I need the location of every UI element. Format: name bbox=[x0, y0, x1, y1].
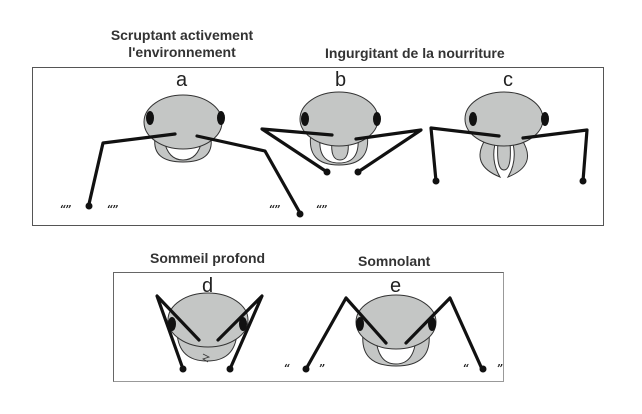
panel-top bbox=[32, 67, 604, 226]
eye-right bbox=[239, 317, 247, 331]
antenna-tip-right bbox=[354, 168, 362, 176]
tongue bbox=[497, 141, 511, 171]
eye-left bbox=[146, 111, 154, 125]
eye-right bbox=[217, 111, 225, 125]
antenna-tip-left bbox=[85, 202, 93, 210]
heading-actively-scanning: Scruptant activement l'environnement bbox=[92, 27, 272, 61]
label-a: a bbox=[176, 69, 188, 91]
eye-right bbox=[373, 112, 381, 126]
mandible-left bbox=[479, 139, 502, 179]
mandible-right bbox=[506, 139, 529, 179]
movement-mark: “ bbox=[463, 362, 469, 375]
antenna-left bbox=[429, 126, 501, 183]
heading-line-2: l'environnement bbox=[128, 44, 236, 60]
eye-left bbox=[301, 112, 309, 126]
antenna-tip-left bbox=[323, 168, 331, 176]
eye-left bbox=[469, 112, 477, 126]
label-b: b bbox=[335, 69, 347, 91]
antenna-tip-left bbox=[179, 365, 187, 373]
movement-mark: “ bbox=[284, 362, 290, 375]
antenna-tip-right bbox=[296, 210, 304, 218]
antenna-left bbox=[304, 296, 388, 371]
eye-right bbox=[541, 112, 549, 126]
movement-mark: “” bbox=[269, 203, 281, 216]
ant-head-c-ingesting bbox=[429, 91, 589, 185]
antenna-tip-right bbox=[579, 177, 587, 185]
head bbox=[167, 292, 249, 348]
label-c: c bbox=[503, 69, 513, 91]
antenna-left bbox=[155, 294, 201, 371]
label-d: d bbox=[202, 275, 214, 297]
eye-left bbox=[168, 317, 176, 331]
antenna-tip-left bbox=[302, 365, 310, 373]
closed-mandibles bbox=[202, 353, 211, 363]
antenna-right bbox=[521, 128, 589, 183]
panel-bottom bbox=[113, 272, 504, 382]
ant-head-a-scanning bbox=[85, 94, 304, 218]
movement-mark: ” bbox=[319, 362, 325, 375]
antenna-right bbox=[404, 296, 484, 371]
ant-head-d-deep-sleep bbox=[155, 292, 264, 373]
eye-left bbox=[356, 317, 364, 331]
movement-mark: “” bbox=[60, 203, 72, 216]
ant-head-e-drowsy bbox=[302, 294, 487, 373]
antenna-tip-right bbox=[479, 365, 487, 373]
heading-ingesting-food: Ingurgitant de la nourriture bbox=[325, 45, 505, 61]
antenna-right bbox=[354, 128, 423, 174]
head bbox=[143, 94, 223, 150]
antenna-tip-left bbox=[432, 177, 440, 185]
antenna-right bbox=[195, 134, 302, 215]
heading-deep-sleep: Sommeil profond bbox=[150, 250, 266, 266]
head bbox=[355, 294, 437, 350]
antenna-left bbox=[87, 132, 177, 206]
antenna-tip-right bbox=[226, 365, 234, 373]
heading-drowsy: Somnolant bbox=[358, 253, 431, 269]
label-e: e bbox=[390, 275, 402, 297]
movement-mark: ” bbox=[497, 362, 503, 375]
ant-head-b-ingesting bbox=[260, 91, 423, 176]
movement-mark: “” bbox=[107, 203, 119, 216]
antenna-right bbox=[216, 294, 264, 371]
heading-line-1: Scruptant activement bbox=[110, 27, 254, 43]
movement-mark: “” bbox=[316, 203, 328, 216]
antenna-left bbox=[260, 127, 334, 174]
